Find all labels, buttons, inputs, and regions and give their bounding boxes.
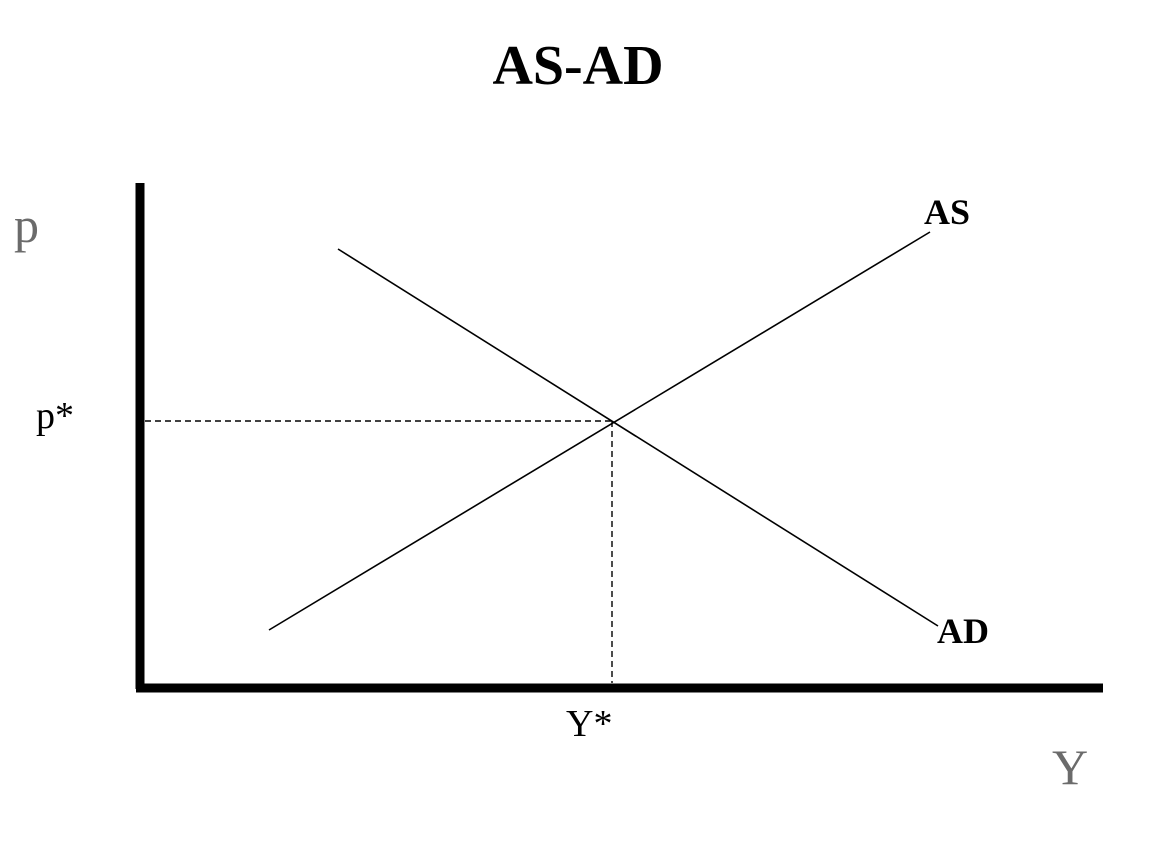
ad-curve-label: AD: [937, 611, 989, 651]
ad-curve: [337, 248, 939, 627]
equilibrium-price-label: p*: [36, 395, 74, 437]
as-curve: [268, 231, 931, 631]
as-curve-label: AS: [924, 192, 971, 232]
y-axis-label: p: [14, 197, 39, 253]
x-axis-label: Y: [1052, 739, 1089, 795]
equilibrium-output-label: Y*: [566, 703, 613, 745]
diagram-title: AS-AD: [492, 35, 664, 97]
